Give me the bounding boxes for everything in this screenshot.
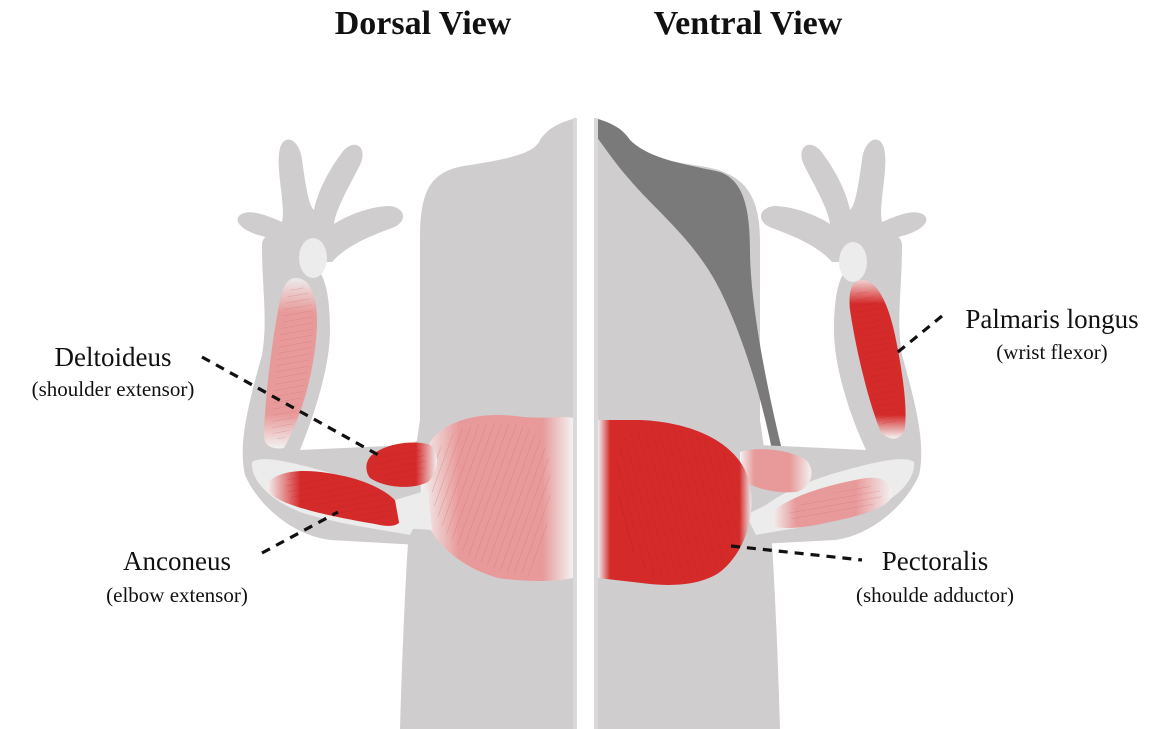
pectoralis-label: Pectoralis [882, 546, 988, 576]
palmaris-longus-leader [893, 316, 942, 356]
anconeus-label: Anconeus [123, 546, 231, 576]
palmaris-longus-function: (wrist flexor) [996, 340, 1107, 364]
ventral-midline-edge [594, 118, 598, 729]
ventral-wrist-bone [839, 242, 867, 282]
deltoideus-function: (shoulder extensor) [32, 377, 195, 401]
dorsal-wrist-bone [299, 238, 327, 278]
center-divider [577, 110, 594, 729]
pectoralis-function: (shoulde adductor) [856, 583, 1014, 607]
dorsal-midline-edge [573, 118, 577, 729]
ventral-view-title: Ventral View [654, 5, 843, 42]
dorsal-view-title: Dorsal View [335, 5, 512, 42]
ventral-view [594, 118, 926, 729]
deltoideus-label: Deltoideus [55, 342, 172, 372]
anconeus-function: (elbow extensor) [106, 583, 248, 607]
dorsal-view [238, 118, 577, 729]
palmaris-longus-label: Palmaris longus [965, 304, 1138, 334]
